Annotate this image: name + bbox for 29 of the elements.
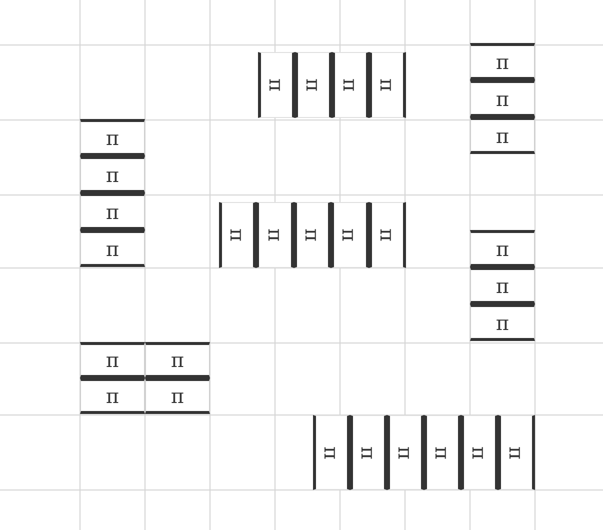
table-cell: π	[80, 230, 145, 267]
table-cell: π	[470, 230, 535, 267]
table-cell: π	[470, 117, 535, 154]
table-cell: π	[80, 342, 145, 378]
table-cell: π	[470, 304, 535, 341]
table-cell: π	[387, 415, 424, 490]
table-cell: π	[331, 202, 369, 268]
table-cell: π	[258, 52, 295, 118]
table-cell: π	[80, 378, 145, 414]
table-cell: π	[295, 52, 332, 118]
table-cell: π	[313, 415, 350, 490]
table-cell: π	[80, 119, 145, 156]
table-cell: π	[145, 342, 210, 378]
table-cell: π	[461, 415, 498, 490]
table-cell: π	[80, 193, 145, 230]
table-cell: π	[470, 43, 535, 80]
table-cell: π	[332, 52, 369, 118]
table-cell: π	[145, 378, 210, 414]
table-cell: π	[294, 202, 332, 268]
table-cell: π	[256, 202, 294, 268]
table-cell: π	[219, 202, 256, 268]
table-cell: π	[424, 415, 461, 490]
table-cell: π	[470, 80, 535, 117]
table-cell: π	[369, 52, 406, 118]
table-cell: π	[470, 267, 535, 304]
table-cell: π	[368, 202, 406, 268]
table-cell: π	[350, 415, 387, 490]
table-cell: π	[498, 415, 535, 490]
table-cell: π	[80, 156, 145, 193]
